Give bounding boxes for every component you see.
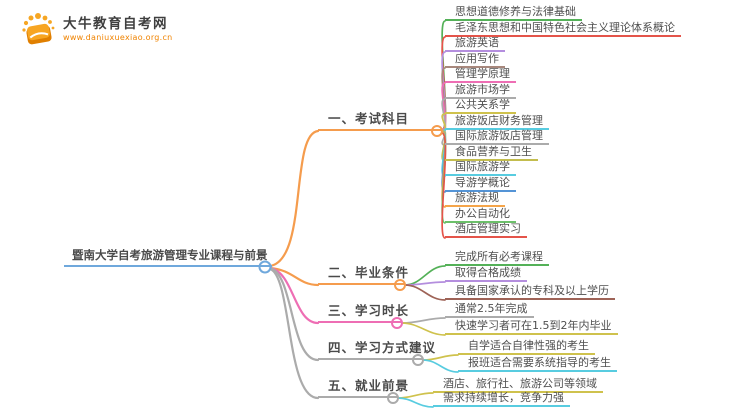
leaf-node[interactable]: 应用写作 xyxy=(445,51,505,68)
leaf-node[interactable]: 旅游饭店财务管理 xyxy=(445,113,549,130)
branch-node-toggle[interactable] xyxy=(412,354,424,366)
branch-node-toggle[interactable] xyxy=(387,392,399,404)
site-logo[interactable]: 大牛教育自考网 www.daniuxuexiao.org.cn xyxy=(18,12,238,52)
branch-curve xyxy=(268,266,320,325)
branch-node-toggle[interactable] xyxy=(431,125,443,137)
book-rays-icon xyxy=(22,13,55,45)
leaf-node[interactable]: 旅游市场学 xyxy=(445,82,516,99)
root-node-toggle[interactable] xyxy=(258,260,272,274)
child-curve xyxy=(441,132,447,239)
leaf-node[interactable]: 具备国家承认的专科及以上学历 xyxy=(445,283,615,300)
branch-node-job-prospects[interactable]: 五、就业前景 xyxy=(318,377,408,398)
leaf-node[interactable]: 需求持续增长，竞争力强 xyxy=(433,390,570,407)
leaf-node[interactable]: 酒店、旅行社、旅游公司等领域 xyxy=(433,376,603,393)
leaf-node[interactable]: 办公自动化 xyxy=(445,206,516,223)
logo-url: www.daniuxuexiao.org.cn xyxy=(63,33,173,42)
branch-curve xyxy=(268,267,320,400)
logo-title: 大牛教育自考网 xyxy=(63,16,168,32)
leaf-node[interactable]: 毛泽东思想和中国特色社会主义理论体系概论 xyxy=(445,20,681,37)
leaf-node[interactable]: 导游学概论 xyxy=(445,175,516,192)
leaf-node[interactable]: 思想道德修养与法律基础 xyxy=(445,4,582,21)
branch-node-exam-subjects[interactable]: 一、考试科目 xyxy=(318,110,442,131)
child-curve xyxy=(441,82,447,131)
child-curve xyxy=(422,359,459,373)
branch-node-toggle[interactable] xyxy=(394,279,406,291)
leaf-node[interactable]: 酒店管理实习 xyxy=(445,221,527,238)
branch-node-graduation[interactable]: 二、毕业条件 xyxy=(318,264,408,285)
leaf-node[interactable]: 取得合格成绩 xyxy=(445,265,527,282)
leaf-node[interactable]: 公共关系学 xyxy=(445,97,516,114)
leaf-node[interactable]: 自学适合自律性强的考生 xyxy=(458,338,595,355)
branch-curve xyxy=(268,266,320,362)
leaf-node[interactable]: 快速学习者可在1.5到2年内毕业 xyxy=(445,318,618,335)
branch-node-study-method[interactable]: 四、学习方式建议 xyxy=(318,339,435,360)
branch-node-study-duration[interactable]: 三、学习时长 xyxy=(318,302,408,323)
branch-node-toggle[interactable] xyxy=(391,317,403,329)
leaf-node[interactable]: 通常2.5年完成 xyxy=(445,301,534,318)
leaf-node[interactable]: 国际旅游学 xyxy=(445,159,516,176)
child-curve xyxy=(401,322,446,336)
leaf-node[interactable]: 旅游英语 xyxy=(445,35,505,52)
leaf-node[interactable]: 食品营养与卫生 xyxy=(445,144,538,161)
child-curve xyxy=(404,284,446,301)
leaf-node[interactable]: 管理学原理 xyxy=(445,66,516,83)
leaf-node[interactable]: 国际旅游饭店管理 xyxy=(445,128,549,145)
branch-curve xyxy=(268,129,320,268)
root-node[interactable]: 暨南大学自考旅游管理专业课程与前景 xyxy=(64,247,272,267)
leaf-node[interactable]: 报班适合需要系统指导的考生 xyxy=(458,355,617,372)
leaf-node[interactable]: 完成所有必考课程 xyxy=(445,249,549,266)
leaf-node[interactable]: 旅游法规 xyxy=(445,190,505,207)
child-curve xyxy=(397,397,434,408)
